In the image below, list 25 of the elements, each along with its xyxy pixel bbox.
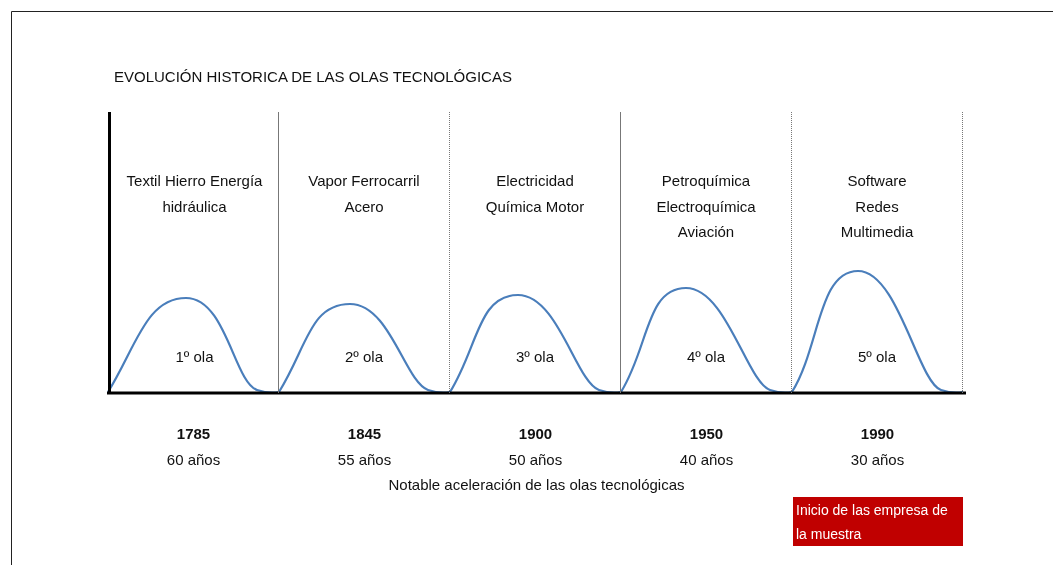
technology-list: Textil Hierro Energía hidráulica	[124, 168, 265, 219]
technology-list: Petroquímica Electroquímica Aviación	[647, 168, 765, 245]
technology-list: Electricidad Química Motor	[485, 168, 585, 219]
wave-period-column	[108, 112, 279, 393]
duration-label: 50 años	[507, 451, 564, 468]
wave-label: 1º ola	[174, 348, 215, 365]
duration-label: 30 años	[849, 451, 906, 468]
highlight-box	[793, 497, 963, 546]
year-label: 1900	[517, 425, 554, 442]
year-label: 1990	[859, 425, 896, 442]
wave-label: 4º ola	[686, 348, 726, 365]
chart-title: EVOLUCIÓN HISTORICA DE LAS OLAS TECNOLÓGICAS	[114, 68, 512, 85]
wave-label: 5º ola	[857, 348, 897, 365]
year-label: 1845	[346, 425, 383, 442]
technology-list: Vapor Ferrocarril Acero	[294, 168, 434, 219]
wave-label: 2º ola	[344, 348, 384, 365]
wave-label: 3º ola	[515, 348, 555, 365]
technology-list: Software Redes Multimedia	[829, 168, 925, 245]
highlight-text: Inicio de las empresa de la muestra	[795, 501, 949, 544]
note-text: Notable aceleración de las olas tecnológicas	[387, 476, 686, 493]
year-label: 1785	[175, 425, 212, 442]
year-label: 1950	[688, 425, 725, 442]
duration-label: 60 años	[165, 451, 222, 468]
duration-label: 40 años	[678, 451, 735, 468]
duration-label: 55 años	[336, 451, 393, 468]
